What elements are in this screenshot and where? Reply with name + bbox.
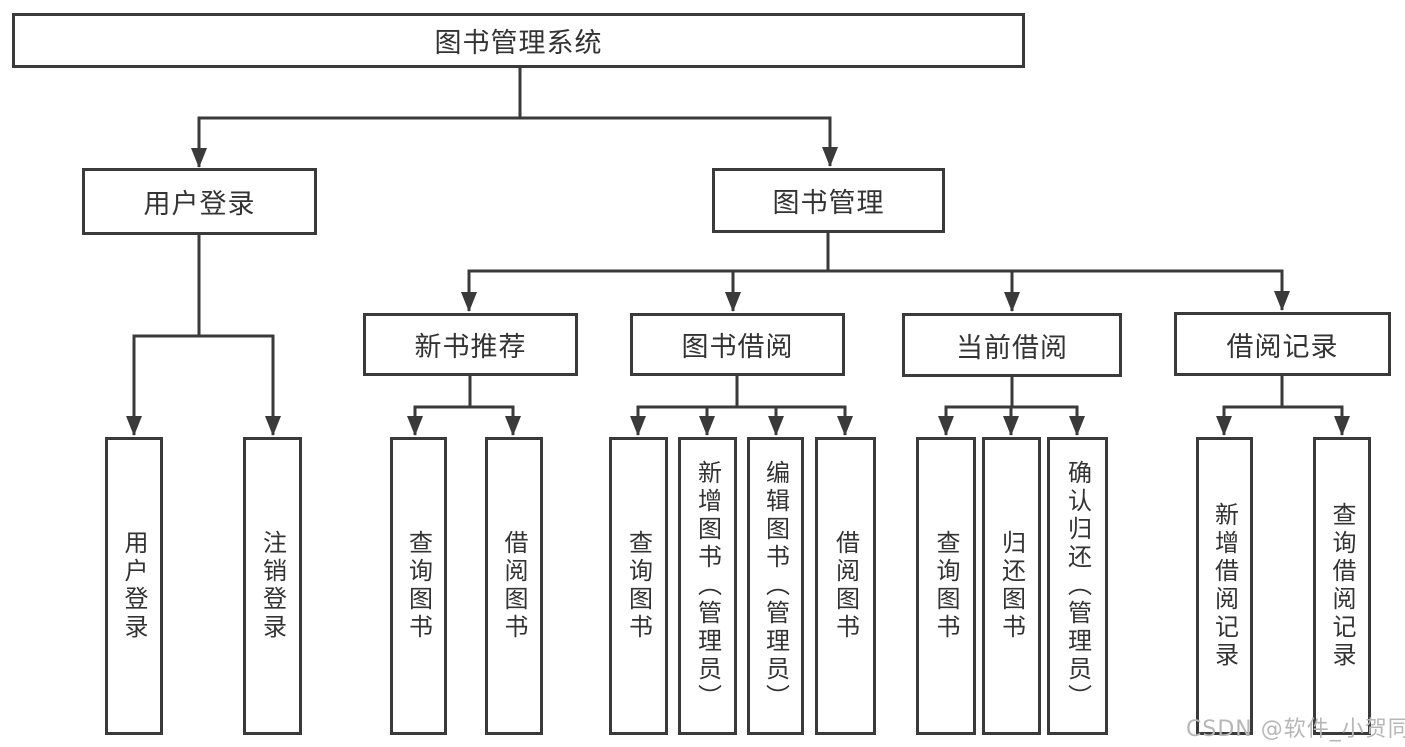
node-current-borrow: 当前借阅 bbox=[902, 313, 1122, 377]
leaf-add-books-admin: 新增图书（管理员） bbox=[678, 437, 737, 735]
leaf-confirm-return-admin: 确认归还（管理员） bbox=[1047, 437, 1108, 735]
leaf-query-books-recommend: 查询图书 bbox=[390, 437, 447, 735]
leaf-add-borrow-record: 新增借阅记录 bbox=[1196, 437, 1253, 735]
node-book-management: 图书管理 bbox=[712, 168, 945, 233]
leaf-borrow-books-borrow: 借阅图书 bbox=[815, 437, 876, 735]
leaf-user-login: 用户登录 bbox=[105, 437, 163, 735]
leaf-edit-books-admin: 编辑图书（管理员） bbox=[747, 437, 804, 735]
leaf-query-borrow-record: 查询借阅记录 bbox=[1313, 437, 1371, 735]
node-user-login: 用户登录 bbox=[82, 168, 317, 235]
node-new-book-recommend: 新书推荐 bbox=[363, 313, 578, 376]
node-book-borrow: 图书借阅 bbox=[630, 313, 845, 376]
csdn-watermark: CSDN @软件_小贺同学 bbox=[1186, 717, 1405, 742]
leaf-return-books: 归还图书 bbox=[982, 437, 1041, 735]
leaf-query-books-current: 查询图书 bbox=[916, 437, 976, 735]
leaf-borrow-books-recommend: 借阅图书 bbox=[485, 437, 543, 735]
root-node-library-system: 图书管理系统 bbox=[12, 13, 1025, 68]
leaf-query-books-borrow: 查询图书 bbox=[609, 437, 668, 735]
leaf-logout: 注销登录 bbox=[243, 437, 302, 735]
node-borrow-records: 借阅记录 bbox=[1174, 312, 1391, 376]
